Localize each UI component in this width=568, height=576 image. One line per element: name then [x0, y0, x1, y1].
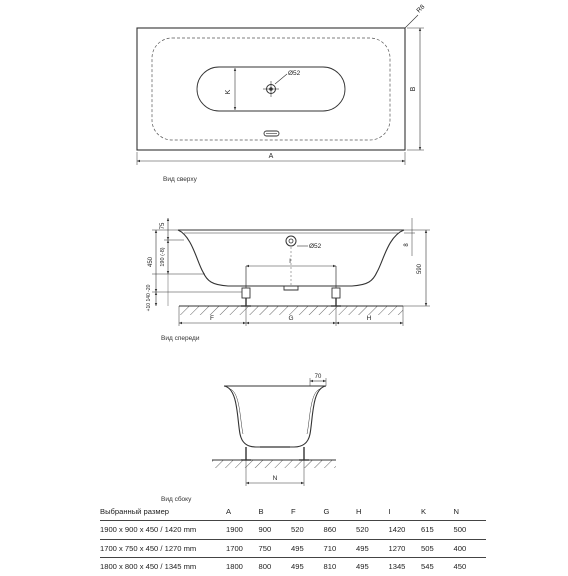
table-cell: 1700 — [226, 538, 259, 558]
label-8: 8 — [404, 243, 410, 247]
label-G: G — [288, 315, 293, 322]
table-row: 1700 x 750 x 450 / 1270 mm 1700 750 495 … — [100, 538, 486, 558]
header-N: N — [453, 506, 459, 516]
tub-inner-dashed — [151, 37, 391, 141]
header-I: I — [388, 506, 391, 516]
label-d52-top: Ø52 — [288, 70, 301, 77]
table-header-row: Выбранный размер A B F G H I K N — [100, 506, 486, 521]
table-cell: 1900 — [226, 520, 259, 539]
header-B: B — [258, 506, 264, 516]
front-view: Ø52 I 450 — [146, 218, 430, 326]
table-cell: 400 — [453, 538, 486, 558]
table-cell: 545 — [421, 557, 454, 576]
table-cell: 1700 x 750 x 450 / 1270 mm — [100, 538, 226, 558]
table-cell: 500 — [453, 520, 486, 539]
table-cell: 1420 — [388, 520, 421, 539]
drain-area — [196, 66, 346, 112]
table-cell: 750 — [258, 538, 291, 558]
table-cell: 505 — [421, 538, 454, 558]
label-I: I — [289, 258, 291, 265]
table-cell: 860 — [323, 520, 356, 539]
label-75: 75 — [160, 222, 166, 229]
table-cell: 450 — [453, 557, 486, 576]
table-cell: 495 — [356, 557, 389, 576]
table-cell: 495 — [291, 538, 324, 558]
table-cell: 810 — [323, 557, 356, 576]
label-190: 190 (-8) — [160, 247, 166, 266]
header-size: Выбранный размер — [100, 506, 170, 516]
overflow-front — [285, 235, 297, 247]
table-cell: 495 — [291, 557, 324, 576]
table-cell: 1345 — [388, 557, 421, 576]
label-B: B — [410, 86, 417, 91]
top-view: Ø52 K A B R8 — [136, 3, 427, 165]
tub-body-front — [177, 229, 405, 287]
header-G: G — [323, 506, 330, 516]
caption-side-view: Вид сбоку — [161, 496, 192, 503]
table-cell: 710 — [323, 538, 356, 558]
label-70: 70 — [315, 374, 322, 380]
header-K: K — [421, 506, 427, 516]
label-d52-front: Ø52 — [309, 243, 322, 250]
floor-hatch — [179, 306, 403, 315]
tub-body-side — [223, 385, 327, 448]
table-row: 1800 x 800 x 450 / 1345 mm 1800 800 495 … — [100, 557, 486, 576]
tub-outline-top — [136, 27, 406, 151]
table-cell: 800 — [258, 557, 291, 576]
table-cell: 615 — [421, 520, 454, 539]
label-A: A — [269, 153, 274, 160]
label-H: H — [367, 315, 372, 322]
label-590: 590 — [417, 263, 423, 274]
caption-front-view: Вид спереди — [161, 335, 200, 342]
label-140: +10 140 -20 — [146, 284, 152, 311]
label-R8: R8 — [415, 3, 426, 14]
size-table: Выбранный размер A B F G H I K N 1900 x … — [100, 506, 486, 576]
label-450: 450 — [148, 256, 154, 267]
overflow-top — [263, 130, 280, 137]
table-row: 1900 x 900 x 450 / 1420 mm 1900 900 520 … — [100, 520, 486, 539]
table-cell: 520 — [356, 520, 389, 539]
table-cell: 900 — [258, 520, 291, 539]
table-cell: 495 — [356, 538, 389, 558]
table-cell: 1270 — [388, 538, 421, 558]
label-K: K — [225, 89, 232, 94]
header-F: F — [291, 506, 296, 516]
table-cell: 1800 x 800 x 450 / 1345 mm — [100, 557, 226, 576]
caption-top-view: Вид сверху — [163, 176, 197, 183]
table-cell: 520 — [291, 520, 324, 539]
header-A: A — [226, 506, 232, 516]
table-cell: 1800 — [226, 557, 259, 576]
side-view: N 70 — [212, 374, 336, 486]
label-F: F — [210, 315, 214, 322]
table-cell: 1900 x 900 x 450 / 1420 mm — [100, 520, 226, 539]
label-N: N — [273, 475, 278, 482]
header-H: H — [356, 506, 362, 516]
floor-hatch-side — [212, 460, 336, 468]
